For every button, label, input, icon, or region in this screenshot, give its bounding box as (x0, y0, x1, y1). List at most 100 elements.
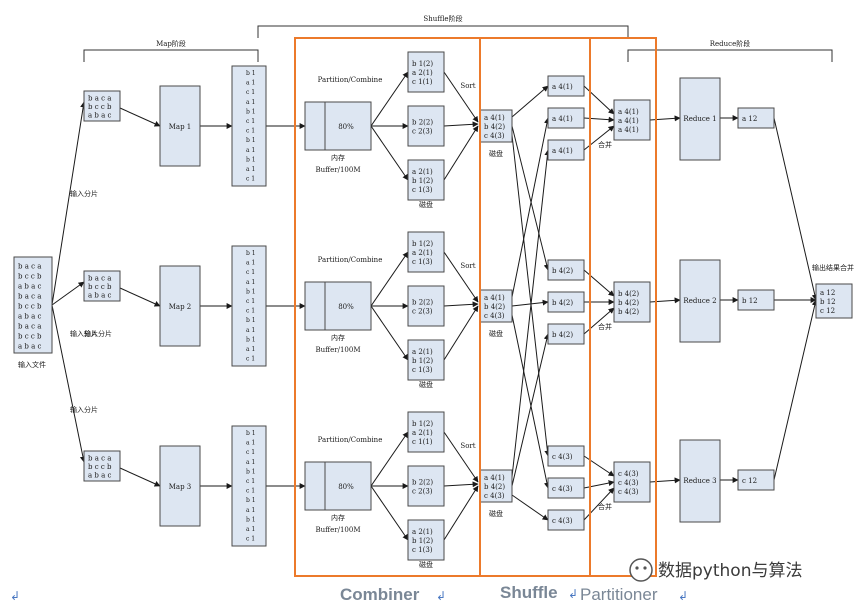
partition-spill-box-line: c 1(3) (412, 546, 433, 554)
merged-disk-label: 磁盘 (489, 329, 503, 338)
routed-partition-box-line: c 4(3) (552, 517, 573, 525)
routed-partition-box (547, 445, 585, 467)
partition-spill-box-line: a 2(1) (412, 348, 433, 356)
combined-box-line: c 4(3) (618, 488, 639, 496)
sort-label: Sort (460, 262, 475, 270)
map-output-line: b 1 (246, 468, 256, 475)
split-to-map-arrow (119, 467, 161, 487)
input-file-box-line: a b a c (18, 313, 42, 321)
combined-box-line: a 4(1) (618, 126, 639, 134)
map-output-line: a 1 (246, 80, 255, 87)
shuffle-phase-label: Shuffle阶段 (423, 14, 462, 23)
highlight-frames (294, 37, 657, 577)
shuffle-phase-bracket (257, 25, 629, 38)
spill-to-merge-arrow (443, 125, 479, 181)
routed-partition-box (547, 477, 585, 499)
map-label: Map 2 (169, 303, 192, 311)
split-to-map-arrow (119, 287, 161, 307)
merged-disk-box-line: c 4(3) (484, 312, 505, 320)
input-to-split-arrow (51, 304, 86, 463)
routed-partition-box (547, 107, 585, 129)
buffer-to-partition-arrow (370, 485, 409, 541)
partition-spill-box (407, 105, 445, 147)
partition-spill-box (407, 519, 445, 561)
input-file-box-line: b c c b (18, 333, 42, 341)
buffer-left-box (304, 101, 326, 151)
partition-spill-box-line: a 2(1) (412, 528, 433, 536)
spill-to-merge-arrow (443, 251, 479, 303)
partition-spill-box-line: a 2(1) (412, 69, 433, 77)
final-output-box (815, 283, 853, 319)
map-output-line: b 1 (246, 108, 256, 115)
map-output-line: a 1 (246, 346, 255, 353)
partition-spill-box-line: b 1(2) (412, 177, 433, 185)
buffer-memory-label: 内存 (331, 513, 345, 522)
routed-partition-box (547, 323, 585, 345)
combined-box-line: b 4(2) (618, 290, 639, 298)
buffer-size-label: Buffer/100M (315, 166, 360, 174)
routed-partition-box-line: a 4(1) (552, 83, 573, 91)
reduce-box (679, 77, 721, 161)
shuffle-route-arrow (511, 85, 549, 118)
input-file-box-line: b a c a (18, 263, 41, 271)
map-output-line: b 1 (246, 70, 256, 77)
split-label: 输入分片 (70, 329, 98, 338)
map-output-line: c 1 (246, 89, 255, 96)
combined-box-line: c 4(3) (618, 470, 639, 478)
input-split-box-line: b c c b (88, 103, 112, 111)
spill-to-merge-arrow (443, 71, 479, 123)
reduce-output-box-line: c 12 (742, 477, 757, 485)
buffer-memory-label: 内存 (331, 153, 345, 162)
merged-disk-box-line: b 4(2) (484, 303, 505, 311)
partition-spill-box-line: c 1(1) (412, 438, 433, 446)
input-split-box (83, 270, 121, 302)
input-file-label: 输入文件 (18, 360, 46, 369)
combined-box (613, 99, 651, 141)
map-output-line: b 1 (246, 516, 256, 523)
partition-spill-box (407, 465, 445, 507)
map-output-box (231, 425, 267, 547)
combined-box (613, 281, 651, 323)
split-to-map-arrow (119, 107, 161, 127)
map-output-line: a 1 (246, 507, 255, 514)
reduce-box (679, 439, 721, 523)
map-output-line: a 1 (246, 279, 255, 286)
map-output-line: b 1 (246, 250, 256, 257)
partition-spill-box-line: b 1(2) (412, 60, 433, 68)
partition-spill-box (407, 339, 445, 381)
map-output-line: c 1 (246, 176, 255, 183)
buffer-size-label: Buffer/100M (315, 346, 360, 354)
partition-spill-box-line: b 1(2) (412, 420, 433, 428)
spill-disk-label: 磁盘 (419, 560, 433, 569)
map-output-line: c 1 (246, 449, 255, 456)
partition-spill-box (407, 51, 445, 93)
buffer-to-partition-arrow (370, 125, 409, 181)
partition-spill-box-line: a 2(1) (412, 249, 433, 257)
input-split-box-line: b a c a (88, 274, 111, 282)
buffer-left-box (304, 281, 326, 331)
map-output-line: b 1 (246, 156, 256, 163)
map-output-line: c 1 (246, 298, 255, 305)
final-output-box-line: a 12 (820, 289, 835, 297)
reduce-box (679, 259, 721, 343)
final-output-label: 输出结果合并 (812, 263, 854, 272)
spill-to-merge-arrow (443, 431, 479, 483)
map-output-line: b 1 (246, 288, 256, 295)
shuffle-route-arrow (511, 125, 550, 271)
map-phase-label: Map阶段 (156, 39, 186, 48)
partition-spill-box (407, 231, 445, 273)
partition-combine-label: Partition/Combine (318, 436, 383, 444)
reduce-label: Reduce 2 (683, 297, 716, 305)
reduce-output-box (737, 469, 775, 491)
map-output-line: c 1 (246, 536, 255, 543)
map-box (159, 265, 201, 347)
map-output-line: b 1 (246, 336, 256, 343)
combined-box-line: b 4(2) (618, 308, 639, 316)
input-file-box-line: b c c b (18, 273, 42, 281)
buffer-box (324, 101, 372, 151)
reduce-output-box (737, 107, 775, 129)
buffer-box (324, 281, 372, 331)
reduce-output-box (737, 289, 775, 311)
buffer-left-box (304, 461, 326, 511)
partition-spill-box-line: b 2(2) (412, 299, 433, 307)
